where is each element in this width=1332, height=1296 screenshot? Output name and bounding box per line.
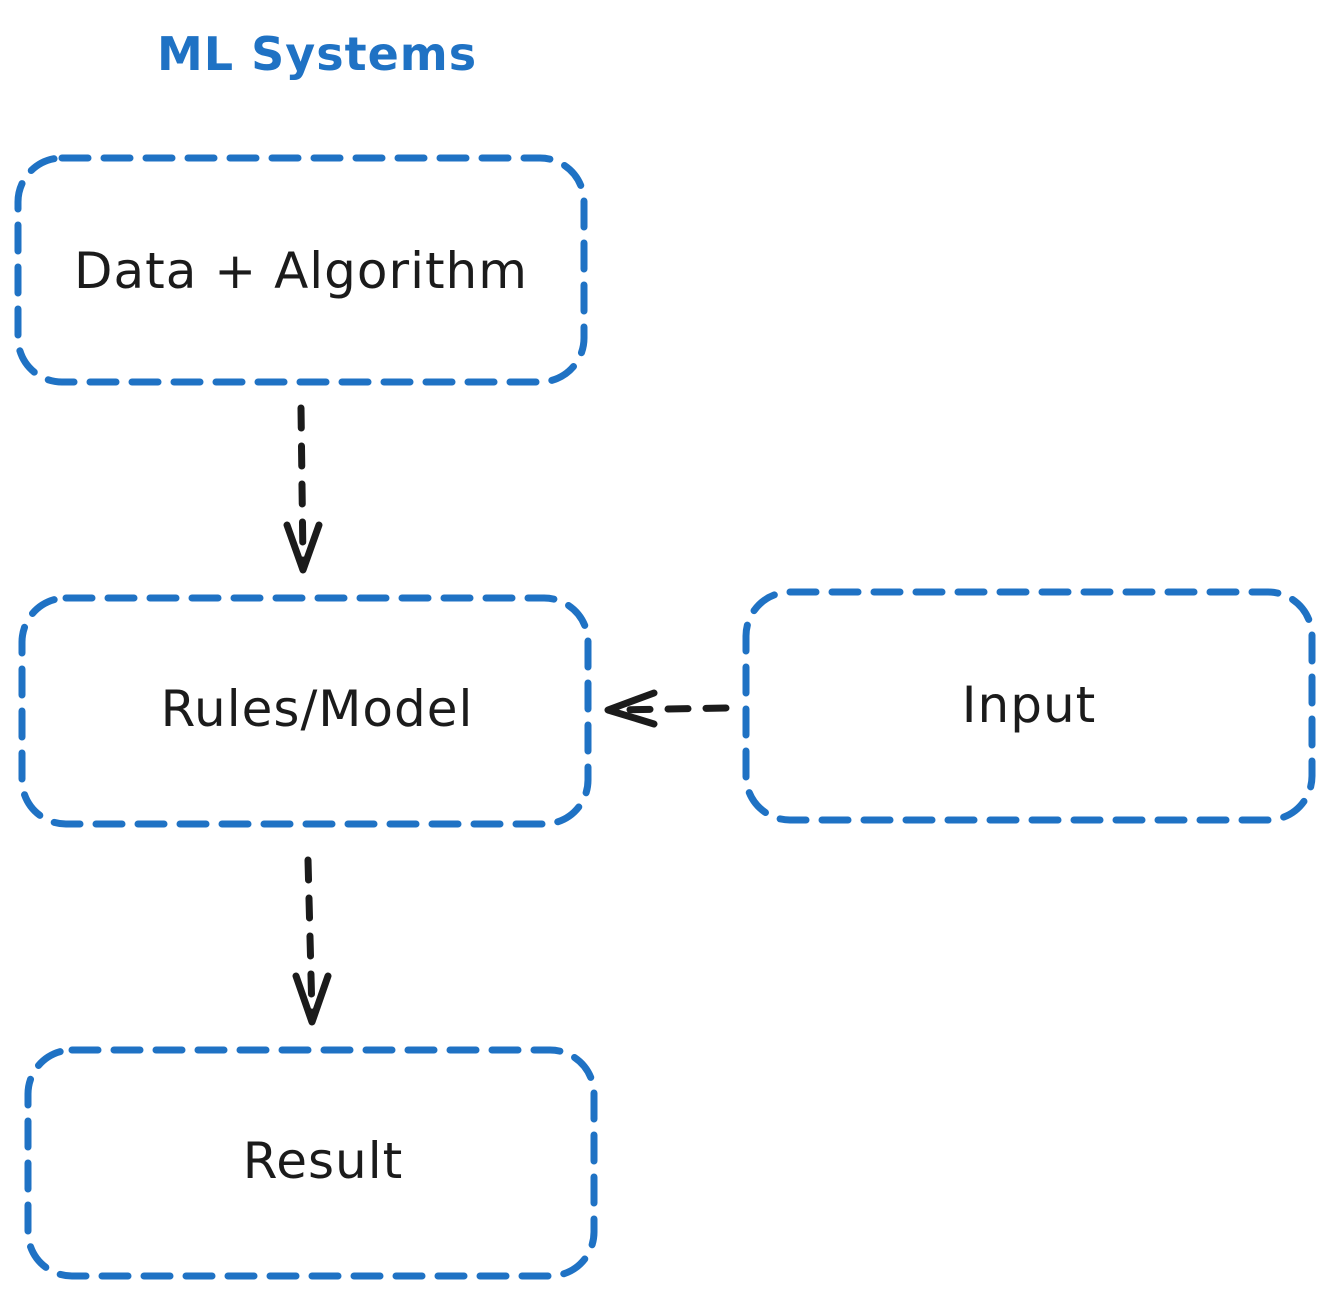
node-result-label: Result (243, 1132, 404, 1190)
node-input[interactable]: Input (742, 588, 1316, 824)
node-rules-model[interactable]: Rules/Model (18, 594, 592, 828)
arrowhead-down-icon (283, 521, 323, 574)
edge-rules-to-result (292, 856, 332, 1026)
node-input-border (742, 588, 1316, 824)
edge-rules-to-result-line (304, 856, 316, 1018)
node-rules-model-label: Rules/Model (161, 680, 474, 738)
node-input-label: Input (962, 676, 1096, 734)
node-data-algorithm[interactable]: Data + Algorithm (14, 154, 588, 386)
arrowhead-left-icon (604, 689, 658, 728)
node-result-border (24, 1046, 598, 1280)
edge-input-to-rules (604, 689, 730, 728)
node-rules-model-border (18, 594, 592, 828)
diagram-title: ML Systems (157, 27, 477, 81)
edge-input-to-rules-line (610, 704, 730, 714)
edge-data-to-rules-line (297, 404, 307, 566)
node-data-algorithm-label: Data + Algorithm (74, 242, 528, 300)
node-data-algorithm-border (14, 154, 588, 386)
edge-data-to-rules (283, 404, 323, 574)
node-result[interactable]: Result (24, 1046, 598, 1280)
arrowhead-down-icon (292, 972, 332, 1026)
